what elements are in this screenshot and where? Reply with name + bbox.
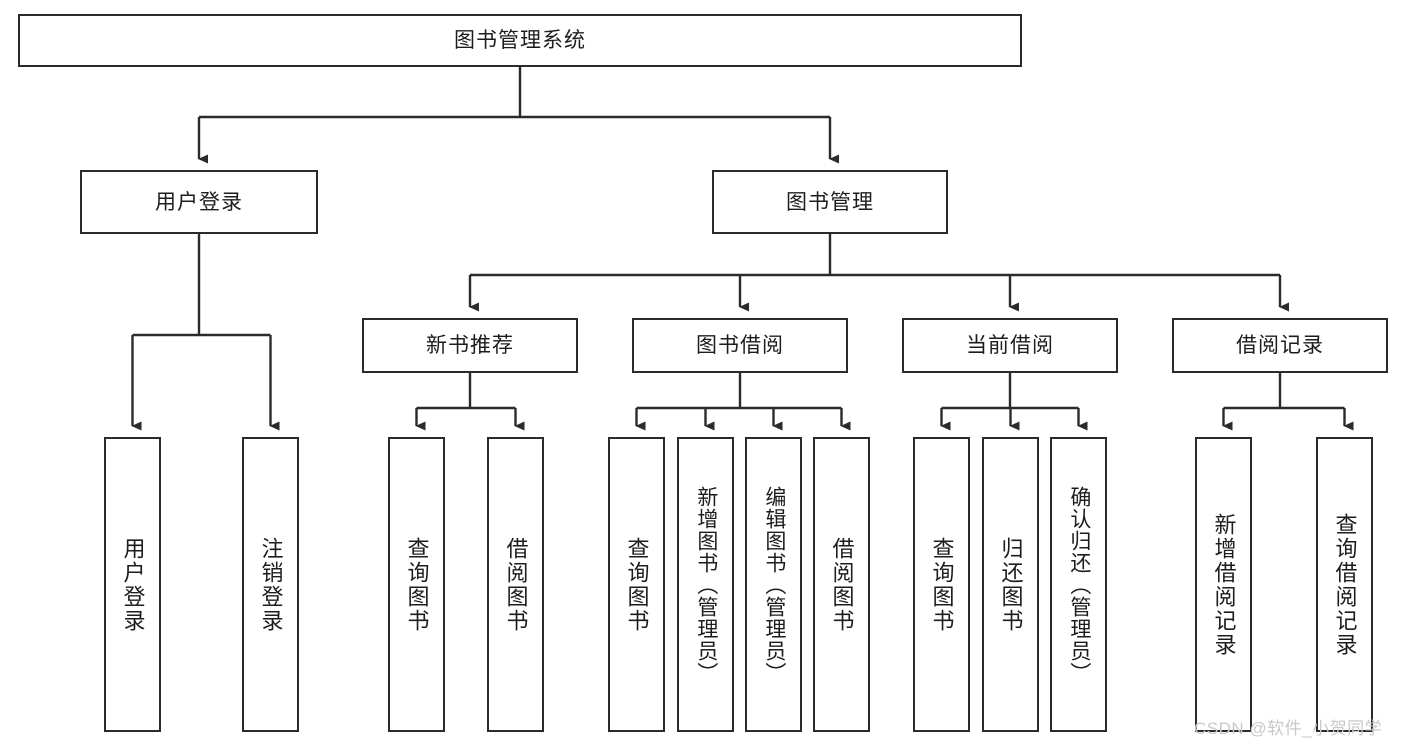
node-login[interactable]: 用户登录 [80, 170, 318, 234]
node-bookmgmt[interactable]: 图书管理 [712, 170, 948, 234]
node-label: 查询图书 [624, 536, 650, 633]
node-leaf-bor-1[interactable]: 查询图书 [608, 437, 665, 732]
node-label: 查询图书 [404, 536, 430, 633]
node-label: 新书推荐 [426, 334, 514, 357]
node-label: 查询借阅记录 [1332, 512, 1358, 657]
node-record[interactable]: 借阅记录 [1172, 318, 1388, 373]
node-leaf-cur-1[interactable]: 查询图书 [913, 437, 970, 732]
node-label: 新增借阅记录 [1211, 512, 1237, 657]
watermark: CSDN @软件_小贺同学 [1194, 719, 1383, 738]
node-label: 归还图书 [998, 536, 1024, 633]
node-label: 注销登录 [258, 536, 284, 633]
node-label: 图书借阅 [696, 334, 784, 357]
node-leaf-bor-3[interactable]: 编辑图书（管理员） [745, 437, 802, 732]
node-leaf-bor-4[interactable]: 借阅图书 [813, 437, 870, 732]
node-label: 编辑图书（管理员） [762, 485, 786, 684]
node-label: 确认归还（管理员） [1067, 485, 1091, 684]
node-label: 借阅记录 [1236, 334, 1324, 357]
node-root[interactable]: 图书管理系统 [18, 14, 1022, 67]
node-leaf-login-2[interactable]: 注销登录 [242, 437, 299, 732]
node-label: 用户登录 [155, 190, 243, 214]
node-label: 借阅图书 [829, 536, 855, 633]
node-leaf-new-1[interactable]: 查询图书 [388, 437, 445, 732]
node-label: 新增图书（管理员） [694, 485, 718, 684]
node-label: 当前借阅 [966, 334, 1054, 357]
node-current[interactable]: 当前借阅 [902, 318, 1118, 373]
node-label: 用户登录 [120, 536, 146, 633]
node-borrow[interactable]: 图书借阅 [632, 318, 848, 373]
node-leaf-cur-3[interactable]: 确认归还（管理员） [1050, 437, 1107, 732]
node-leaf-login-1[interactable]: 用户登录 [104, 437, 161, 732]
node-label: 借阅图书 [503, 536, 529, 633]
node-label: 图书管理系统 [454, 29, 586, 52]
node-newbook[interactable]: 新书推荐 [362, 318, 578, 373]
node-leaf-rec-2[interactable]: 查询借阅记录 [1316, 437, 1373, 732]
node-leaf-rec-1[interactable]: 新增借阅记录 [1195, 437, 1252, 732]
node-leaf-cur-2[interactable]: 归还图书 [982, 437, 1039, 732]
node-leaf-new-2[interactable]: 借阅图书 [487, 437, 544, 732]
node-label: 查询图书 [929, 536, 955, 633]
node-leaf-bor-2[interactable]: 新增图书（管理员） [677, 437, 734, 732]
node-label: 图书管理 [786, 190, 874, 214]
